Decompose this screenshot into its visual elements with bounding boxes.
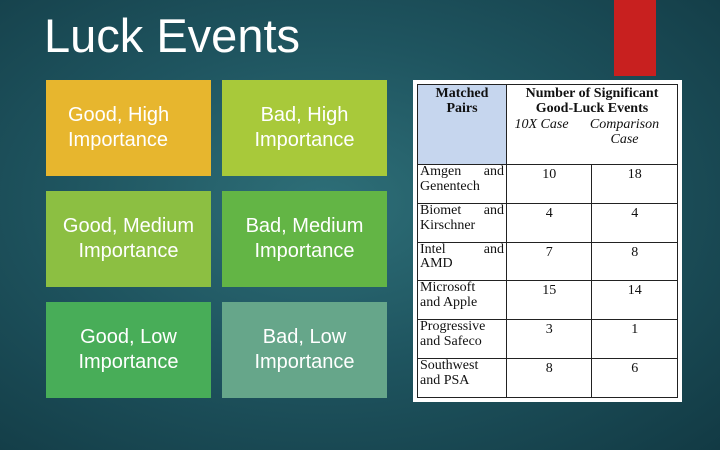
table-row: Progressive and Safeco 3 1 [417,319,678,360]
row-second: and PSA [420,372,470,388]
cell-10x: 4 [505,202,593,243]
row-first: Intel [420,241,446,257]
cell-comparison: 8 [591,241,678,282]
accent-bar [614,0,656,76]
row-and: and [483,164,504,179]
row-first: Biomet [420,202,462,218]
table-row: Southwest and PSA 8 6 [417,358,678,398]
tile-good-low: Good, Low Importance [46,302,211,398]
row-and: and [483,241,504,257]
cell-10x: 15 [505,280,593,321]
row-first: Microsoft [420,280,476,296]
cell-10x: 8 [505,358,593,398]
row-second: AMD [420,256,453,272]
cell-comparison: 14 [591,280,678,321]
cell-10x: 7 [505,241,593,282]
subheader-comparison: Comparison Case [589,117,660,148]
table-row: Microsoft and Apple 15 14 [417,280,678,321]
table-row: Biomet and Kirschner 4 4 [417,202,678,243]
table-row: Intel and AMD 7 8 [417,241,678,282]
row-second: and Apple [420,295,478,311]
table-row: Amgen and Genentech 10 18 [417,164,678,204]
cell-comparison: 18 [591,164,678,204]
row-first: Amgen [420,164,462,179]
luck-events-table-card: Matched Pairs Number of Significant Good… [413,80,682,402]
row-second: Genentech [420,178,480,194]
luck-events-table: Matched Pairs Number of Significant Good… [417,84,678,398]
row-first: Progressive [420,319,486,335]
tile-bad-low: Bad, Low Importance [222,302,387,398]
row-second: Kirschner [420,217,476,233]
cell-10x: 3 [505,319,593,360]
row-first: Southwest [420,358,479,374]
tile-good-medium: Good, Medium Importance [46,191,211,287]
tile-good-high: Good, High Importance [46,80,211,176]
cell-comparison: 6 [591,358,678,398]
tile-bad-medium: Bad, Medium Importance [222,191,387,287]
cell-comparison: 4 [591,202,678,243]
header-matched-pairs-text: Matched Pairs [435,86,489,116]
tile-bad-high: Bad, High Importance [222,80,387,176]
slide-title: Luck Events [44,9,301,62]
header-matched-pairs: Matched Pairs [417,84,507,165]
row-and: and [483,202,504,218]
header-good-luck-events: Number of Significant Good-Luck Events 1… [506,84,678,165]
subheader-10x: 10X Case [514,117,569,133]
row-second: and Safeco [420,334,482,349]
cell-comparison: 1 [591,319,678,360]
cell-10x: 10 [505,164,593,204]
header-good-luck-text: Number of Significant Good-Luck Events [525,86,659,116]
